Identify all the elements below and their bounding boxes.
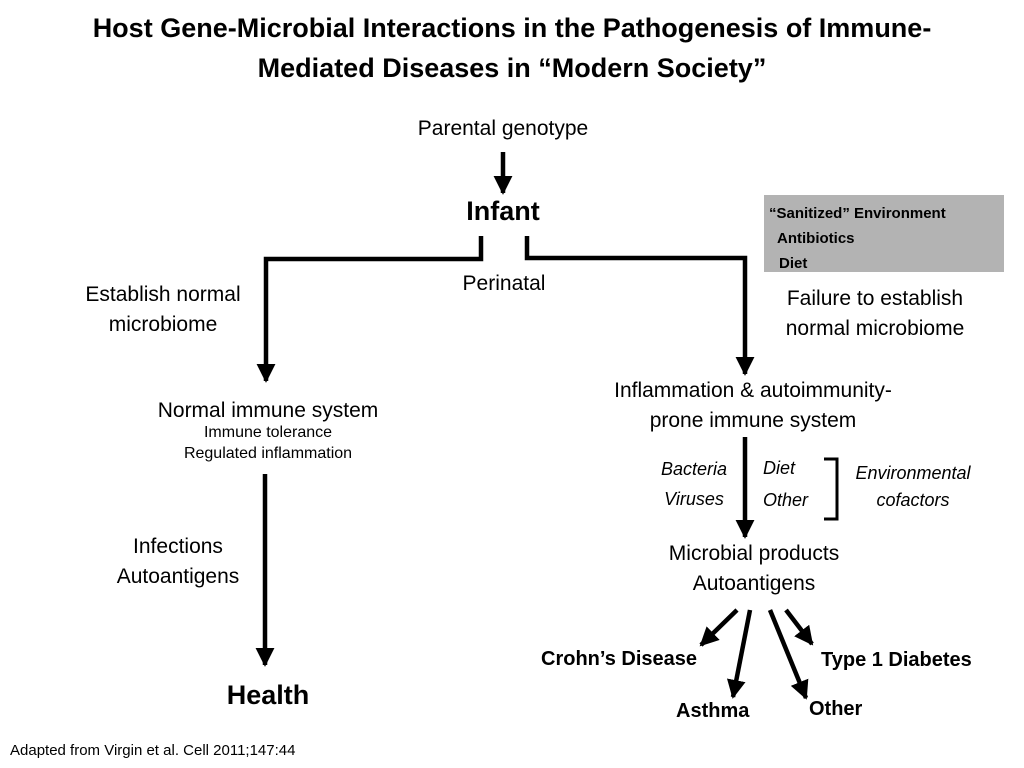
citation: Adapted from Virgin et al. Cell 2011;147…	[10, 742, 296, 759]
branch-to-inflammation	[524, 236, 755, 376]
crohns-disease-outcome: Crohn’s Disease	[541, 648, 697, 670]
arrow-to-crohns	[699, 608, 739, 647]
failure-line-1: Failure to establish	[786, 287, 964, 310]
establish-line-1: Establish normal	[85, 283, 241, 306]
environmental-cofactors-label: Environmental cofactors	[833, 460, 993, 514]
sanitized-item-diet: Diet	[779, 255, 808, 272]
title-line-2: Mediated Diseases in “Modern Society”	[257, 53, 767, 83]
other-outcome: Other	[809, 698, 863, 720]
infections-line-2: Autoantigens	[116, 565, 240, 588]
failure-line-2: normal microbiome	[785, 317, 965, 340]
microbial-line-1: Microbial products	[668, 542, 840, 565]
perinatal-label: Perinatal	[462, 272, 546, 295]
immune-tolerance-label: Immune tolerance	[203, 424, 333, 441]
arrow-to-asthma	[726, 609, 753, 699]
branch-to-normal	[256, 236, 484, 383]
regulated-inflammation-label: Regulated inflammation	[183, 445, 353, 462]
environmental-line-2: cofactors	[876, 490, 950, 510]
cofactor-diet: Diet	[763, 458, 796, 478]
infant-label: Infant	[466, 196, 540, 226]
sanitized-title: “Sanitized” Environment	[769, 205, 946, 222]
health-outcome: Health	[226, 680, 310, 710]
arrow-to-type1	[784, 608, 814, 646]
microbial-line-2: Autoantigens	[692, 572, 816, 595]
cofactor-viruses: Viruses	[664, 489, 724, 509]
arrow-to-other	[767, 609, 809, 700]
slide-title: Host Gene-Microbial Interactions in the …	[0, 8, 1024, 88]
infections-line-1: Infections	[133, 535, 223, 558]
inflammation-line-1: Inflammation & autoimmunity-	[614, 379, 892, 402]
normal-immune-title: Normal immune system	[157, 399, 379, 422]
sanitized-item-antibiotics: Antibiotics	[777, 230, 855, 247]
title-line-1: Host Gene-Microbial Interactions in the …	[92, 13, 932, 43]
cofactor-bacteria: Bacteria	[660, 459, 728, 479]
asthma-outcome: Asthma	[676, 700, 750, 722]
microbial-products-node: Microbial products Autoantigens	[634, 539, 874, 599]
establish-line-2: microbiome	[108, 313, 218, 336]
cofactor-bracket	[824, 457, 839, 521]
parental-genotype-label: Parental genotype	[417, 117, 589, 140]
environmental-line-1: Environmental	[855, 463, 971, 483]
infections-autoantigens-node: Infections Autoantigens	[78, 532, 278, 592]
failure-to-establish-microbiome: Failure to establish normal microbiome	[750, 284, 1000, 344]
cofactor-other: Other	[763, 490, 809, 510]
inflammation-line-2: prone immune system	[649, 409, 857, 432]
establish-normal-microbiome: Establish normal microbiome	[43, 280, 283, 340]
sanitized-environment-box: “Sanitized” Environment Antibiotics Diet	[764, 195, 1004, 272]
type1-diabetes-outcome: Type 1 Diabetes	[821, 649, 972, 671]
normal-immune-system-node: Normal immune system Immune tolerance Re…	[118, 396, 418, 464]
inflammation-prone-immune-node: Inflammation & autoimmunity- prone immun…	[583, 376, 923, 436]
